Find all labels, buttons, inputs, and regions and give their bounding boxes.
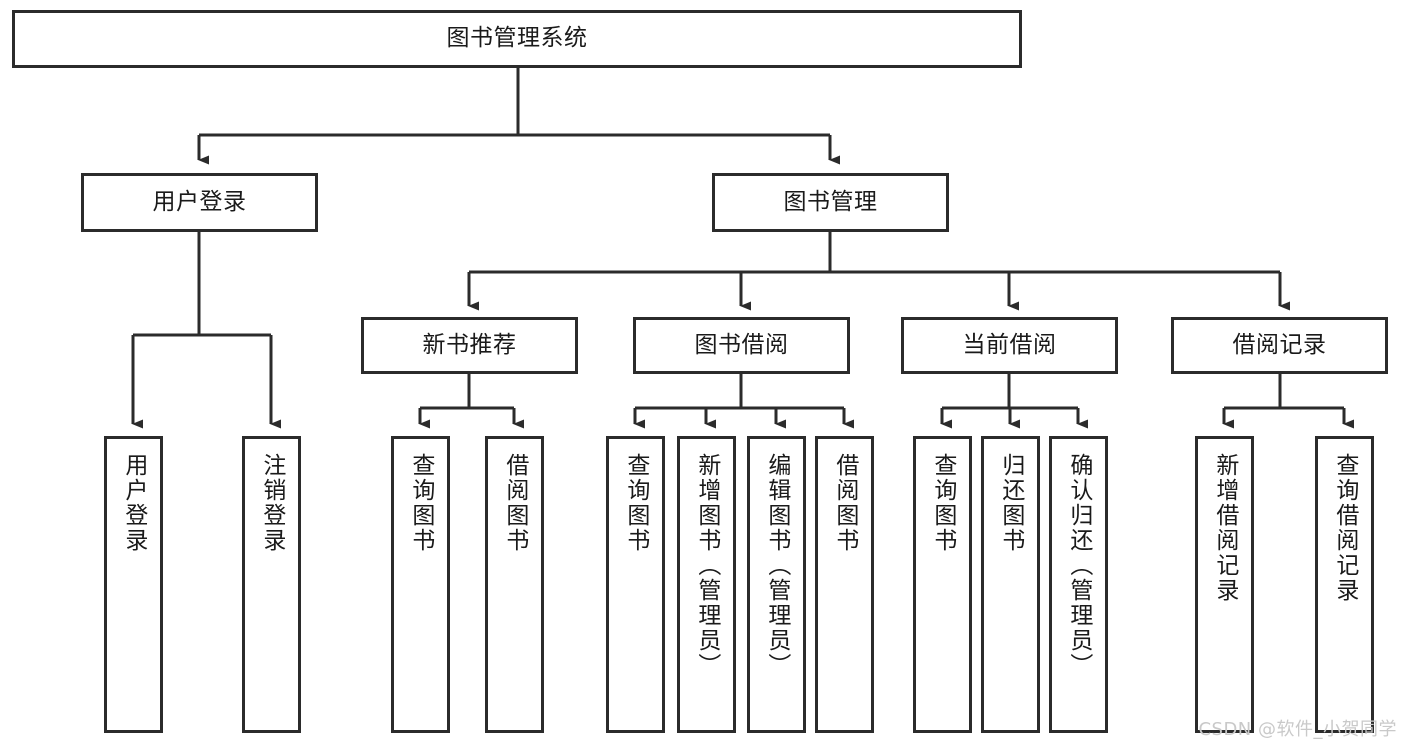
node-leaf-query-book-2[interactable]: 查询图书 [606,436,665,733]
node-leaf-user-login[interactable]: 用户登录 [104,436,163,733]
node-leaf-confirm-return[interactable]: 确认归还（管理员） [1049,436,1108,733]
node-user-login-label: 用户登录 [152,188,247,215]
node-leaf-borrow-book-2-label: 借阅图书 [831,453,858,553]
node-leaf-edit-book[interactable]: 编辑图书（管理员） [747,436,806,733]
node-leaf-query-record-label: 查询借阅记录 [1331,453,1358,603]
node-borrow-record-label: 借阅记录 [1232,331,1327,358]
node-leaf-return-book-label: 归还图书 [997,453,1024,553]
node-leaf-add-book[interactable]: 新增图书（管理员） [677,436,736,733]
node-leaf-add-record[interactable]: 新增借阅记录 [1195,436,1254,733]
node-new-book-recommend[interactable]: 新书推荐 [361,317,578,374]
node-leaf-user-logout-label: 注销登录 [258,453,285,553]
node-leaf-query-book-3-label: 查询图书 [929,453,956,553]
node-book-manage[interactable]: 图书管理 [712,173,949,232]
node-leaf-query-record[interactable]: 查询借阅记录 [1315,436,1374,733]
node-book-borrow[interactable]: 图书借阅 [633,317,850,374]
node-leaf-query-book-2-label: 查询图书 [622,453,649,553]
node-leaf-edit-book-label: 编辑图书（管理员） [763,453,790,678]
node-leaf-confirm-return-label: 确认归还（管理员） [1065,453,1092,678]
watermark-text: CSDN @软件_小贺同学 [1198,719,1397,740]
node-leaf-query-book-1-label: 查询图书 [407,453,434,553]
node-user-login[interactable]: 用户登录 [81,173,318,232]
node-leaf-borrow-book-1[interactable]: 借阅图书 [485,436,544,733]
node-leaf-user-logout[interactable]: 注销登录 [242,436,301,733]
node-book-borrow-label: 图书借阅 [694,331,789,358]
node-leaf-borrow-book-2[interactable]: 借阅图书 [815,436,874,733]
node-book-manage-label: 图书管理 [783,188,878,215]
node-leaf-return-book[interactable]: 归还图书 [981,436,1040,733]
node-leaf-query-book-3[interactable]: 查询图书 [913,436,972,733]
node-current-borrow[interactable]: 当前借阅 [901,317,1118,374]
node-leaf-user-login-label: 用户登录 [120,453,147,553]
node-borrow-record[interactable]: 借阅记录 [1171,317,1388,374]
node-leaf-add-record-label: 新增借阅记录 [1211,453,1238,603]
node-leaf-borrow-book-1-label: 借阅图书 [501,453,528,553]
node-root[interactable]: 图书管理系统 [12,10,1022,68]
node-current-borrow-label: 当前借阅 [962,331,1057,358]
node-new-book-recommend-label: 新书推荐 [422,331,517,358]
node-leaf-add-book-label: 新增图书（管理员） [693,453,720,678]
node-leaf-query-book-1[interactable]: 查询图书 [391,436,450,733]
node-root-label: 图书管理系统 [446,25,588,52]
